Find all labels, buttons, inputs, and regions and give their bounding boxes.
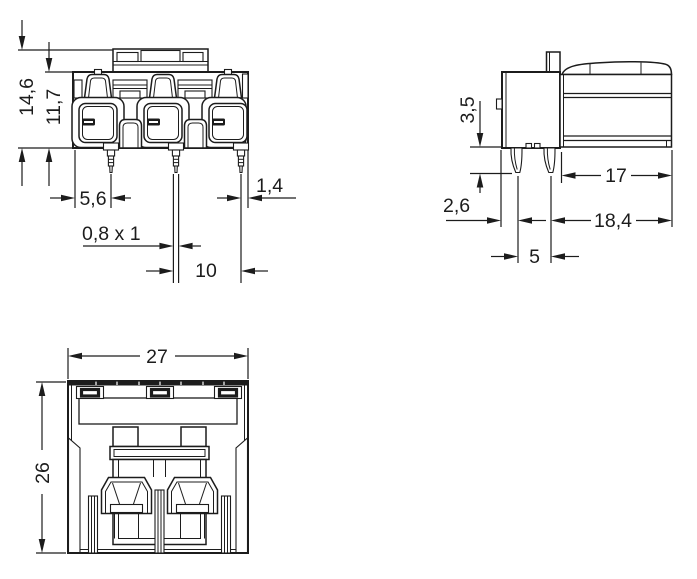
dim-pin-inset-right: 1,4 [217,175,296,202]
arrowhead [159,267,174,275]
dim-housing-height-label: 11,7 [43,89,65,126]
side-view: 3,5 2,6 18,4 17 [443,51,673,268]
front-clamp-funnels [83,73,243,99]
arrowhead [504,253,518,260]
dim-plan-depth-label: 26 [32,462,54,484]
cavity-3 [201,96,248,149]
arrowhead [248,194,262,202]
plan-skirt-right [235,436,249,554]
dim-overall-width-label: 27 [146,346,168,368]
arrowhead [111,194,125,202]
pin-2 [167,142,185,174]
latch-release-tab [140,49,181,63]
arrowhead [241,267,255,275]
side-plug-body [501,71,561,149]
arrowhead [18,36,26,50]
dim-housing-depth: 17 [561,165,672,187]
guide-channel [118,118,143,149]
arrowhead [38,382,46,396]
arrowhead [45,58,53,72]
dim-pin-row-pitch-label: 5 [529,246,540,268]
arrowhead [178,242,193,250]
arrowhead [551,217,565,224]
header-dome [560,61,673,76]
side-top-tab [545,51,561,73]
dim-total-height-label: 14,6 [16,78,38,116]
arrowhead [38,539,46,553]
dim-pin-cross-section-label: 0,8 x 1 [82,223,141,245]
front-latch [112,48,209,73]
plan-top-band-ticks [95,381,225,385]
side-dimensions: 3,5 2,6 18,4 17 [443,96,673,268]
dim-pin-row-pitch: 5 [491,246,579,268]
dim-pin-cross-section: 0,8 x 1 [82,223,201,250]
arrowhead [234,352,248,360]
dim-pin-inset-left-label: 5,6 [79,188,106,210]
header-body [559,73,673,148]
side-body-notch [495,98,503,110]
dim-pin-inset-left: 5,6 [50,188,131,210]
plan-skirt-left [67,436,81,554]
side-extension-lines [470,146,673,263]
pin-1 [102,142,120,174]
arrowhead [476,133,484,147]
arrowhead [561,172,576,179]
dim-face-to-pin-label: 2,6 [443,195,470,217]
front-pins [102,142,250,174]
dim-face-to-pin: 2,6 [443,195,546,224]
plan-latch-windows [75,385,243,400]
dim-pin-inset-right-label: 1,4 [256,175,283,197]
arrowhead [518,217,532,224]
arrowhead [159,242,174,250]
side-pins [510,147,556,174]
cavity-1 [71,96,125,149]
cavity-2 [136,96,190,149]
front-cavities [71,96,248,149]
front-dimensions: 14,6 11,7 5,6 1,4 [16,20,296,283]
dim-total-height: 14,6 [16,20,38,186]
guide-channel [183,118,208,149]
dim-housing-depth-label: 17 [605,165,627,187]
arrowhead [68,352,82,360]
dim-overall-depth: 18,4 [551,210,672,232]
front-extension-lines [18,49,249,283]
side-pin-1 [510,147,523,174]
front-view: 14,6 11,7 5,6 1,4 [16,20,296,283]
arrowhead [551,253,565,260]
dim-overall-depth-label: 18,4 [594,210,632,232]
arrowhead [61,194,75,202]
dim-plan-depth: 26 [32,382,54,553]
plan-contact-strips [87,489,232,554]
plan-top-band [68,381,248,386]
arrowhead [658,217,672,224]
dim-pin-length: 3,5 [457,96,484,193]
dim-housing-height: 11,7 [43,42,65,186]
plan-funnels [100,476,219,539]
arrowhead [227,194,241,202]
dim-pin-length-label: 3,5 [457,96,479,123]
plan-dimensions: 27 26 [32,346,249,554]
dim-pin-pitch: 10 [146,260,268,282]
arrowhead [476,173,484,188]
side-header [559,61,673,148]
dim-overall-width: 27 [68,346,248,368]
arrowhead [45,148,53,162]
arrowhead [487,217,501,224]
side-pin-2 [543,147,556,174]
plan-view: 27 26 [32,346,249,554]
arrowhead [18,148,26,162]
dim-pin-pitch-label: 10 [195,260,217,282]
arrowhead [658,172,672,179]
pin-3 [232,142,250,174]
